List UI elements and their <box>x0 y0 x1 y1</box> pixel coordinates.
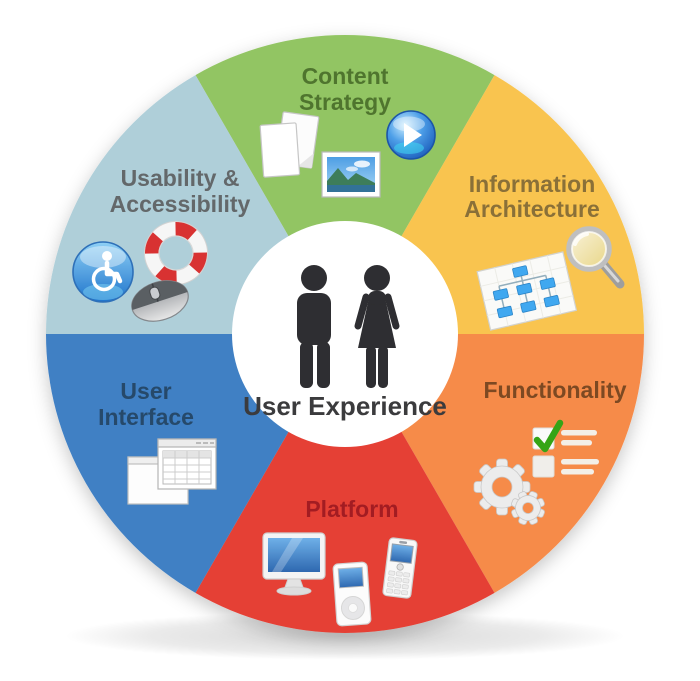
male-female-figures-icon <box>297 265 400 388</box>
sitemap-icon <box>476 251 578 331</box>
segment-label: Usability & <box>121 165 240 191</box>
female-figure-icon <box>354 265 400 388</box>
male-figure-icon <box>297 265 331 388</box>
segment-label: Content <box>302 63 389 89</box>
desktop-computer-icon <box>262 532 326 596</box>
segment-label: Interface <box>98 404 194 430</box>
mobile-phone-icon <box>382 537 418 599</box>
windows-icon <box>127 438 217 505</box>
segment-label: Information <box>469 171 596 197</box>
segment-label: User <box>120 378 171 404</box>
play-button-icon <box>386 110 436 160</box>
segment-label: Strategy <box>299 89 391 115</box>
segment-label: Accessibility <box>110 191 251 217</box>
segment-label: Platform <box>305 496 398 522</box>
gears-icon <box>473 458 546 526</box>
segment-label: Functionality <box>483 377 626 403</box>
media-player-icon <box>332 561 372 627</box>
accessibility-icon <box>72 241 134 303</box>
center-title: User Experience <box>243 391 447 421</box>
photo-icon <box>321 151 381 198</box>
lifesaver-icon <box>144 221 208 285</box>
mouse-icon <box>131 280 189 322</box>
magnifier-icon <box>566 226 625 289</box>
center-hub <box>232 221 458 447</box>
checklist-icon <box>532 419 599 478</box>
documents-icon <box>259 111 320 178</box>
segment-label: Architecture <box>464 196 599 222</box>
wheel-shadow <box>65 612 625 660</box>
